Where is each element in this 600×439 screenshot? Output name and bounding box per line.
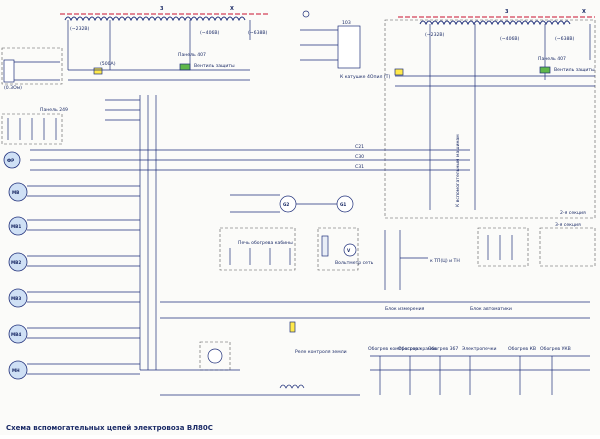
motor-fr: ФР bbox=[3, 151, 21, 169]
winding-3-label: 3 bbox=[160, 6, 164, 12]
bottom-left-loop bbox=[140, 341, 360, 396]
section-3-label: 3-я секция bbox=[555, 222, 581, 228]
contactor-column bbox=[105, 95, 157, 370]
valve-protection-label: Вентиль защиты bbox=[194, 63, 235, 69]
motor-mv1: МВ1 bbox=[8, 216, 28, 236]
voltage-638-label: (~638В) bbox=[248, 30, 268, 36]
motor-mv3: МВ3 bbox=[8, 288, 28, 308]
winding-x-label: X bbox=[230, 6, 234, 12]
svg-text:(0.3Ом): (0.3Ом) bbox=[4, 85, 22, 91]
svg-text:C30: C30 bbox=[355, 154, 364, 160]
motor-mv2: МВ2 bbox=[8, 252, 28, 272]
left-heater-block: (0.3Ом) bbox=[1, 47, 63, 91]
aux-machines-label: К вспомогательным машинам bbox=[455, 134, 461, 207]
motor-mv: МВ bbox=[8, 182, 28, 202]
panel-249-label: Панель 249 bbox=[40, 107, 68, 113]
tp-tn-label: к ТП(Ц) и ТН bbox=[430, 258, 460, 264]
generators: G2 G1 bbox=[230, 194, 354, 213]
svg-text:МВ2: МВ2 bbox=[11, 260, 21, 265]
heating-sections: Обогрев компрессора Обогрев кранов Обогр… bbox=[368, 346, 590, 395]
panel-407-right-label: Панель 407 bbox=[538, 56, 566, 62]
block-auto-label: Блок автоматики bbox=[470, 306, 512, 312]
svg-text:C21: C21 bbox=[355, 144, 364, 150]
section-three-box: 3-я секция bbox=[477, 222, 596, 267]
svg-text:Обогрев УКВ: Обогрев УКВ bbox=[540, 346, 571, 352]
voltage-406-right-label: (~406В) bbox=[500, 36, 520, 42]
voltage-406-label: (~406В) bbox=[200, 30, 220, 36]
heater-block: Печь обогрева кабины bbox=[219, 227, 296, 271]
svg-text:Обогрев кранов: Обогрев кранов bbox=[398, 346, 437, 352]
voltage-638-right-label: (~638В) bbox=[555, 36, 575, 42]
svg-text:Обогрев компрессора: Обогрев компрессора bbox=[368, 346, 421, 352]
block-measure-label: Блок измерения bbox=[385, 306, 425, 312]
svg-text:МВ: МВ bbox=[12, 190, 19, 195]
winding-x-right-label: X bbox=[582, 9, 586, 15]
voltage-232-label: (~232В) bbox=[70, 26, 90, 32]
diagram-title: Схема вспомогательных цепей электровоза … bbox=[6, 424, 213, 432]
blocks-measure-auto: Блок измерения Блок автоматики Реле конт… bbox=[160, 301, 590, 355]
svg-text:G1: G1 bbox=[340, 202, 346, 207]
panel-407-right: Панель 407 Вентиль защиты bbox=[394, 56, 595, 87]
section-2-label: 2-я секция bbox=[560, 210, 586, 216]
motor-mn: МН bbox=[8, 360, 28, 380]
svg-text:103: 103 bbox=[342, 20, 351, 26]
svg-text:МВ1: МВ1 bbox=[11, 224, 21, 229]
fuse-500a bbox=[93, 67, 103, 75]
fuse-500a-label: (500A) bbox=[100, 61, 116, 67]
svg-text:V: V bbox=[347, 248, 351, 253]
heater-label: Печь обогрева кабины bbox=[238, 240, 293, 246]
svg-text:C31: C31 bbox=[355, 164, 364, 170]
tp-tn-block: к ТП(Ц) и ТН bbox=[384, 230, 460, 290]
fuse-500a-right bbox=[394, 68, 404, 76]
voltage-232-right-label: (~232В) bbox=[425, 32, 445, 38]
valve-protection-right-label: Вентиль защиты bbox=[554, 67, 595, 73]
relay-yellow-mark bbox=[289, 321, 296, 333]
voltmeter-block: V Вольтметр сеть bbox=[317, 227, 374, 271]
panel-249: Панель 249 bbox=[1, 107, 68, 145]
valve-indicator-right bbox=[539, 66, 551, 74]
voltmeter-label: Вольтметр сеть bbox=[335, 260, 374, 266]
motor-column: ФР МВ МВ1 МВ2 МВ3 МВ4 МН bbox=[3, 151, 140, 380]
svg-text:Электропечки: Электропечки bbox=[462, 346, 496, 352]
svg-text:G2: G2 bbox=[283, 202, 289, 207]
winding-3-right-label: 3 bbox=[505, 9, 509, 15]
coil-label: К катушке 4Опил (Т) bbox=[340, 74, 390, 80]
left-transformer-winding: (~232В) (~406В) (~638В) X 3 bbox=[60, 6, 270, 70]
valve-indicator bbox=[179, 63, 191, 71]
block-103: 103 К катушке 4Опил (Т) bbox=[300, 10, 390, 80]
panel-407-left: (500A) Панель 407 Вентиль защиты bbox=[68, 52, 250, 81]
svg-text:Обогрев 367: Обогрев 367 bbox=[428, 346, 458, 352]
panel-407-label: Панель 407 bbox=[178, 52, 206, 58]
svg-text:МВ4: МВ4 bbox=[11, 332, 21, 337]
svg-text:Обогрев КВ: Обогрев КВ bbox=[508, 346, 536, 352]
bus-lines: C21 C30 C31 bbox=[30, 144, 470, 171]
svg-text:МН: МН bbox=[12, 368, 20, 373]
section-two-frame: (~232В) (~406В) (~638В) X 3 К вспомогате… bbox=[384, 9, 596, 219]
relay-label: Реле контроля земли bbox=[295, 349, 347, 355]
motor-mv4: МВ4 bbox=[8, 324, 28, 344]
svg-text:ФР: ФР bbox=[7, 158, 14, 163]
svg-text:МВ3: МВ3 bbox=[11, 296, 21, 301]
